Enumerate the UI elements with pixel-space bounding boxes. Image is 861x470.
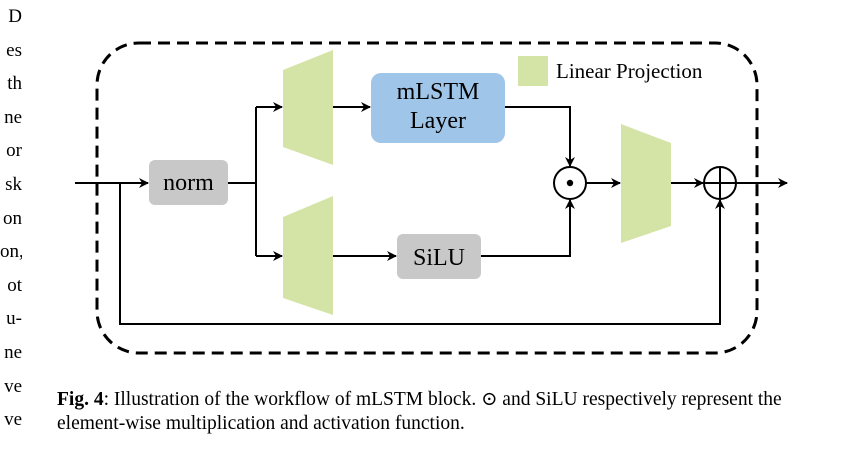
mlstm-label-line1: mLSTM	[397, 79, 480, 105]
left-text-line: u-	[6, 308, 22, 330]
caption-text: : Illustration of the workflow of mLSTM …	[57, 389, 782, 434]
norm-label: norm	[163, 170, 214, 196]
residual-connection	[119, 183, 725, 325]
left-text-line: es	[6, 39, 22, 61]
figure-caption: Fig. 4: Illustration of the workflow of …	[57, 388, 847, 436]
multiply-dot	[566, 179, 574, 187]
block-boundary	[95, 41, 759, 355]
silu-label: SiLU	[413, 245, 465, 271]
left-text-line: ne	[4, 341, 22, 363]
left-text-line: ve	[4, 375, 22, 397]
silu-box	[397, 234, 481, 279]
left-text-line: ve	[4, 409, 22, 431]
left-text-line: D	[8, 6, 22, 27]
caption-label: Fig. 4	[57, 389, 104, 410]
left-text-line: ot	[7, 274, 22, 296]
left-column-text: D es th ne or sk on on, ot u- ne ve ve	[0, 0, 22, 437]
left-text-line: or	[6, 140, 22, 162]
legend-swatch	[518, 56, 548, 86]
left-text-line: th	[7, 73, 22, 95]
left-text-line: on	[3, 207, 22, 229]
norm-box	[149, 160, 228, 205]
output-linear-projection	[621, 124, 671, 243]
mlstm-layer-box	[371, 73, 505, 143]
left-text-line: on,	[0, 241, 22, 263]
legend-label: Linear Projection	[556, 59, 703, 83]
mlstm-to-multiply-line	[505, 106, 575, 167]
lower-linear-projection	[283, 196, 333, 315]
silu-to-multiply-line	[481, 199, 575, 257]
left-text-line: sk	[5, 173, 22, 195]
upper-linear-projection	[283, 50, 333, 165]
mlstm-label-line2: Layer	[410, 108, 466, 134]
left-text-line: ne	[4, 106, 22, 128]
